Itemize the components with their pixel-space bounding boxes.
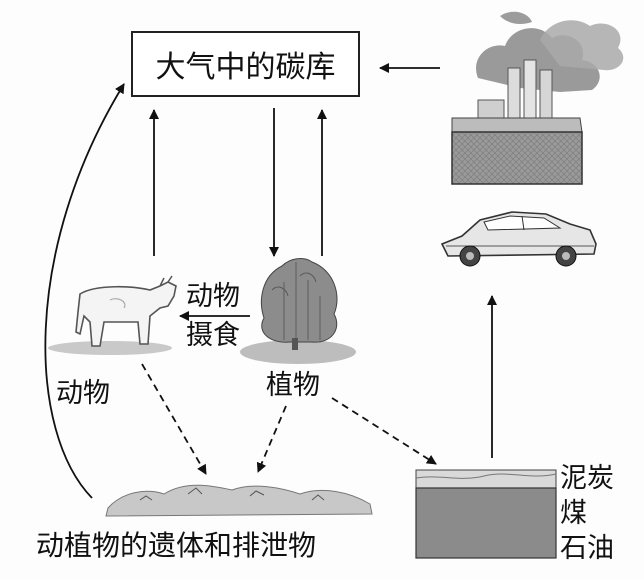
arrow-plant-to-fossil	[332, 398, 436, 464]
animal-eating-label-1: 动物	[186, 283, 240, 310]
car-image	[442, 212, 596, 266]
animals-label: 动物	[56, 380, 110, 407]
peat-label: 泥炭	[560, 465, 614, 492]
plants-label: 植物	[266, 372, 320, 399]
atmosphere-carbon-label: 大气中的碳库	[156, 42, 336, 86]
animal-eating-label-2: 摄食	[186, 322, 240, 349]
fossil-fuel-block	[416, 470, 556, 558]
coal-label: 煤	[560, 500, 587, 527]
oil-label: 石油	[560, 535, 614, 562]
atmosphere-carbon-box: 大气中的碳库	[131, 31, 360, 97]
arrow-animal-to-remains	[142, 364, 206, 474]
arrow-plant-to-remains	[258, 406, 286, 472]
remains-image	[106, 485, 372, 516]
factory-image	[452, 12, 623, 184]
cow-image	[48, 276, 176, 355]
remains-label: 动植物的遗体和排泄物	[36, 532, 316, 560]
tree-image	[240, 259, 356, 364]
